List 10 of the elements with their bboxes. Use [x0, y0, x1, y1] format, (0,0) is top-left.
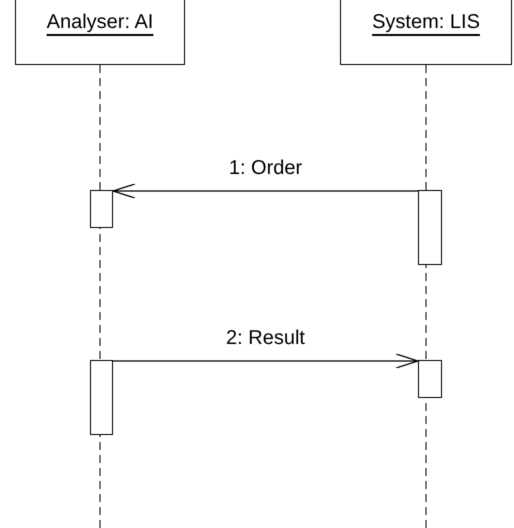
activation-bar [418, 190, 442, 265]
lifeline-header-box [15, 0, 185, 65]
activation-bar [418, 360, 442, 398]
message-arrow [112, 183, 418, 199]
object-name: System: LIS [372, 11, 480, 33]
object-name: Analyser: AI [46, 11, 154, 33]
activation-bar [90, 190, 113, 228]
activation-bar [90, 360, 113, 435]
lifeline-header-box [340, 0, 512, 65]
message-arrow [113, 353, 419, 369]
